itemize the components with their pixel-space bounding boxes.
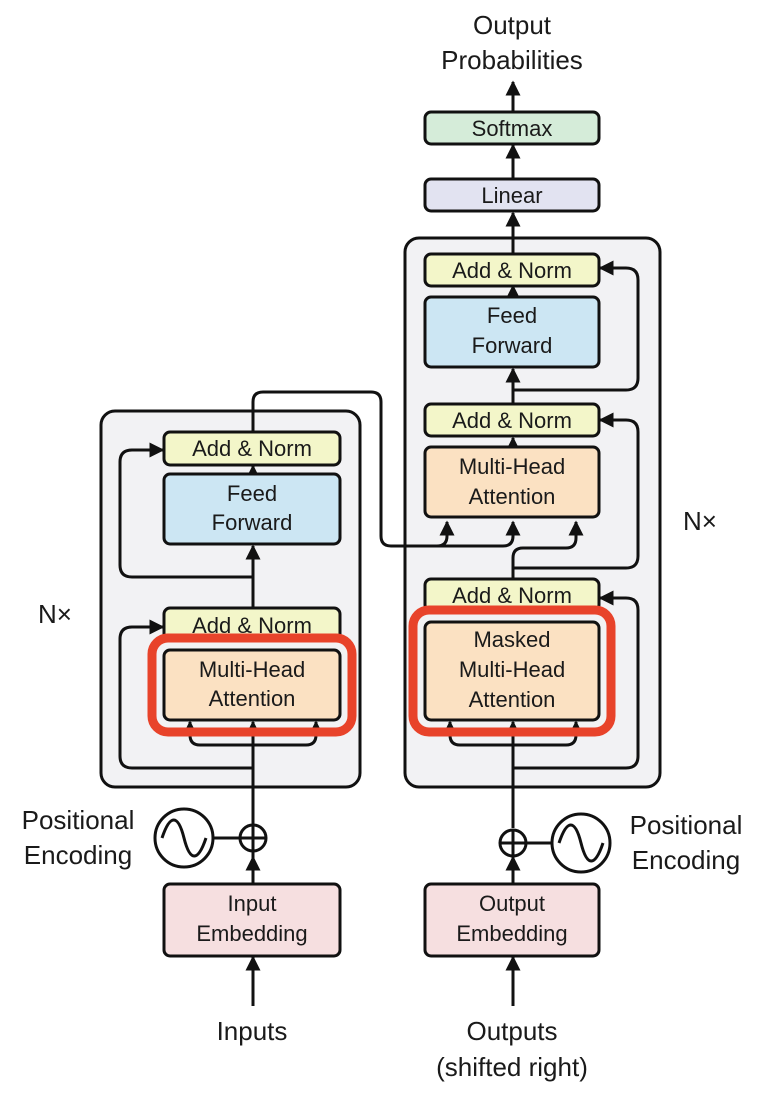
encoder-embedding-line2: Embedding — [196, 921, 307, 946]
encoder-attention-highlight — [147, 633, 357, 737]
decoder-repeat-label: N× — [683, 506, 717, 536]
decoder-add-norm-bottom: Add & Norm — [423, 577, 601, 613]
encoder-input-label: Inputs — [217, 1016, 288, 1046]
softmax-label: Softmax — [472, 116, 553, 141]
encoder-repeat-label: N× — [38, 599, 72, 629]
decoder-add-norm-bottom-label: Add & Norm — [452, 583, 572, 608]
encoder-positional-line1: Positional — [22, 805, 135, 835]
decoder-cross-attention: Multi-Head Attention — [423, 445, 601, 519]
encoder-feed-forward: Feed Forward — [162, 472, 342, 546]
decoder-input-label-line1: Outputs — [466, 1016, 557, 1046]
decoder-positional-line1: Positional — [630, 810, 743, 840]
decoder-add-norm-middle: Add & Norm — [423, 402, 601, 438]
encoder-attention-line1: Multi-Head — [199, 657, 305, 682]
encoder-add-norm-top-label: Add & Norm — [192, 436, 312, 461]
linear-label: Linear — [481, 183, 542, 208]
decoder-input-path — [498, 812, 612, 1006]
decoder-masked-attention-line2: Multi-Head — [459, 657, 565, 682]
decoder-cross-attention-line1: Multi-Head — [459, 454, 565, 479]
decoder-embedding: Output Embedding — [423, 882, 601, 958]
decoder-attention-highlight — [408, 605, 616, 737]
output-label-line2: Probabilities — [441, 45, 583, 75]
decoder-feed-forward-line1: Feed — [487, 303, 537, 328]
decoder-input-label-line2: (shifted right) — [436, 1052, 588, 1082]
encoder-attention: Multi-Head Attention — [162, 648, 342, 722]
decoder-add-norm-middle-label: Add & Norm — [452, 408, 572, 433]
output-label-line1: Output — [473, 10, 552, 40]
encoder-add-norm-top: Add & Norm — [162, 430, 342, 467]
encoder-feed-forward-line1: Feed — [227, 481, 277, 506]
encoder-embedding-line1: Input — [228, 891, 277, 916]
decoder-masked-attention: Masked Multi-Head Attention — [423, 620, 601, 722]
encoder-attention-line2: Attention — [209, 686, 296, 711]
encoder-embedding: Input Embedding — [162, 882, 342, 958]
decoder-add-norm-top-label: Add & Norm — [452, 258, 572, 283]
decoder-add-norm-top: Add & Norm — [423, 252, 601, 288]
linear-block: Linear — [423, 177, 601, 213]
decoder-masked-attention-line1: Masked — [473, 627, 550, 652]
decoder-embedding-line1: Output — [479, 891, 545, 916]
encoder-positional-line2: Encoding — [24, 840, 132, 870]
decoder-cross-attention-line2: Attention — [469, 484, 556, 509]
decoder-masked-attention-line3: Attention — [469, 687, 556, 712]
softmax-block: Softmax — [423, 110, 601, 146]
encoder-input-path — [153, 807, 268, 1006]
encoder-feed-forward-line2: Forward — [212, 510, 293, 535]
decoder-feed-forward: Feed Forward — [423, 295, 601, 369]
decoder-positional-line2: Encoding — [632, 845, 740, 875]
decoder-feed-forward-line2: Forward — [472, 333, 553, 358]
decoder-embedding-line2: Embedding — [456, 921, 567, 946]
